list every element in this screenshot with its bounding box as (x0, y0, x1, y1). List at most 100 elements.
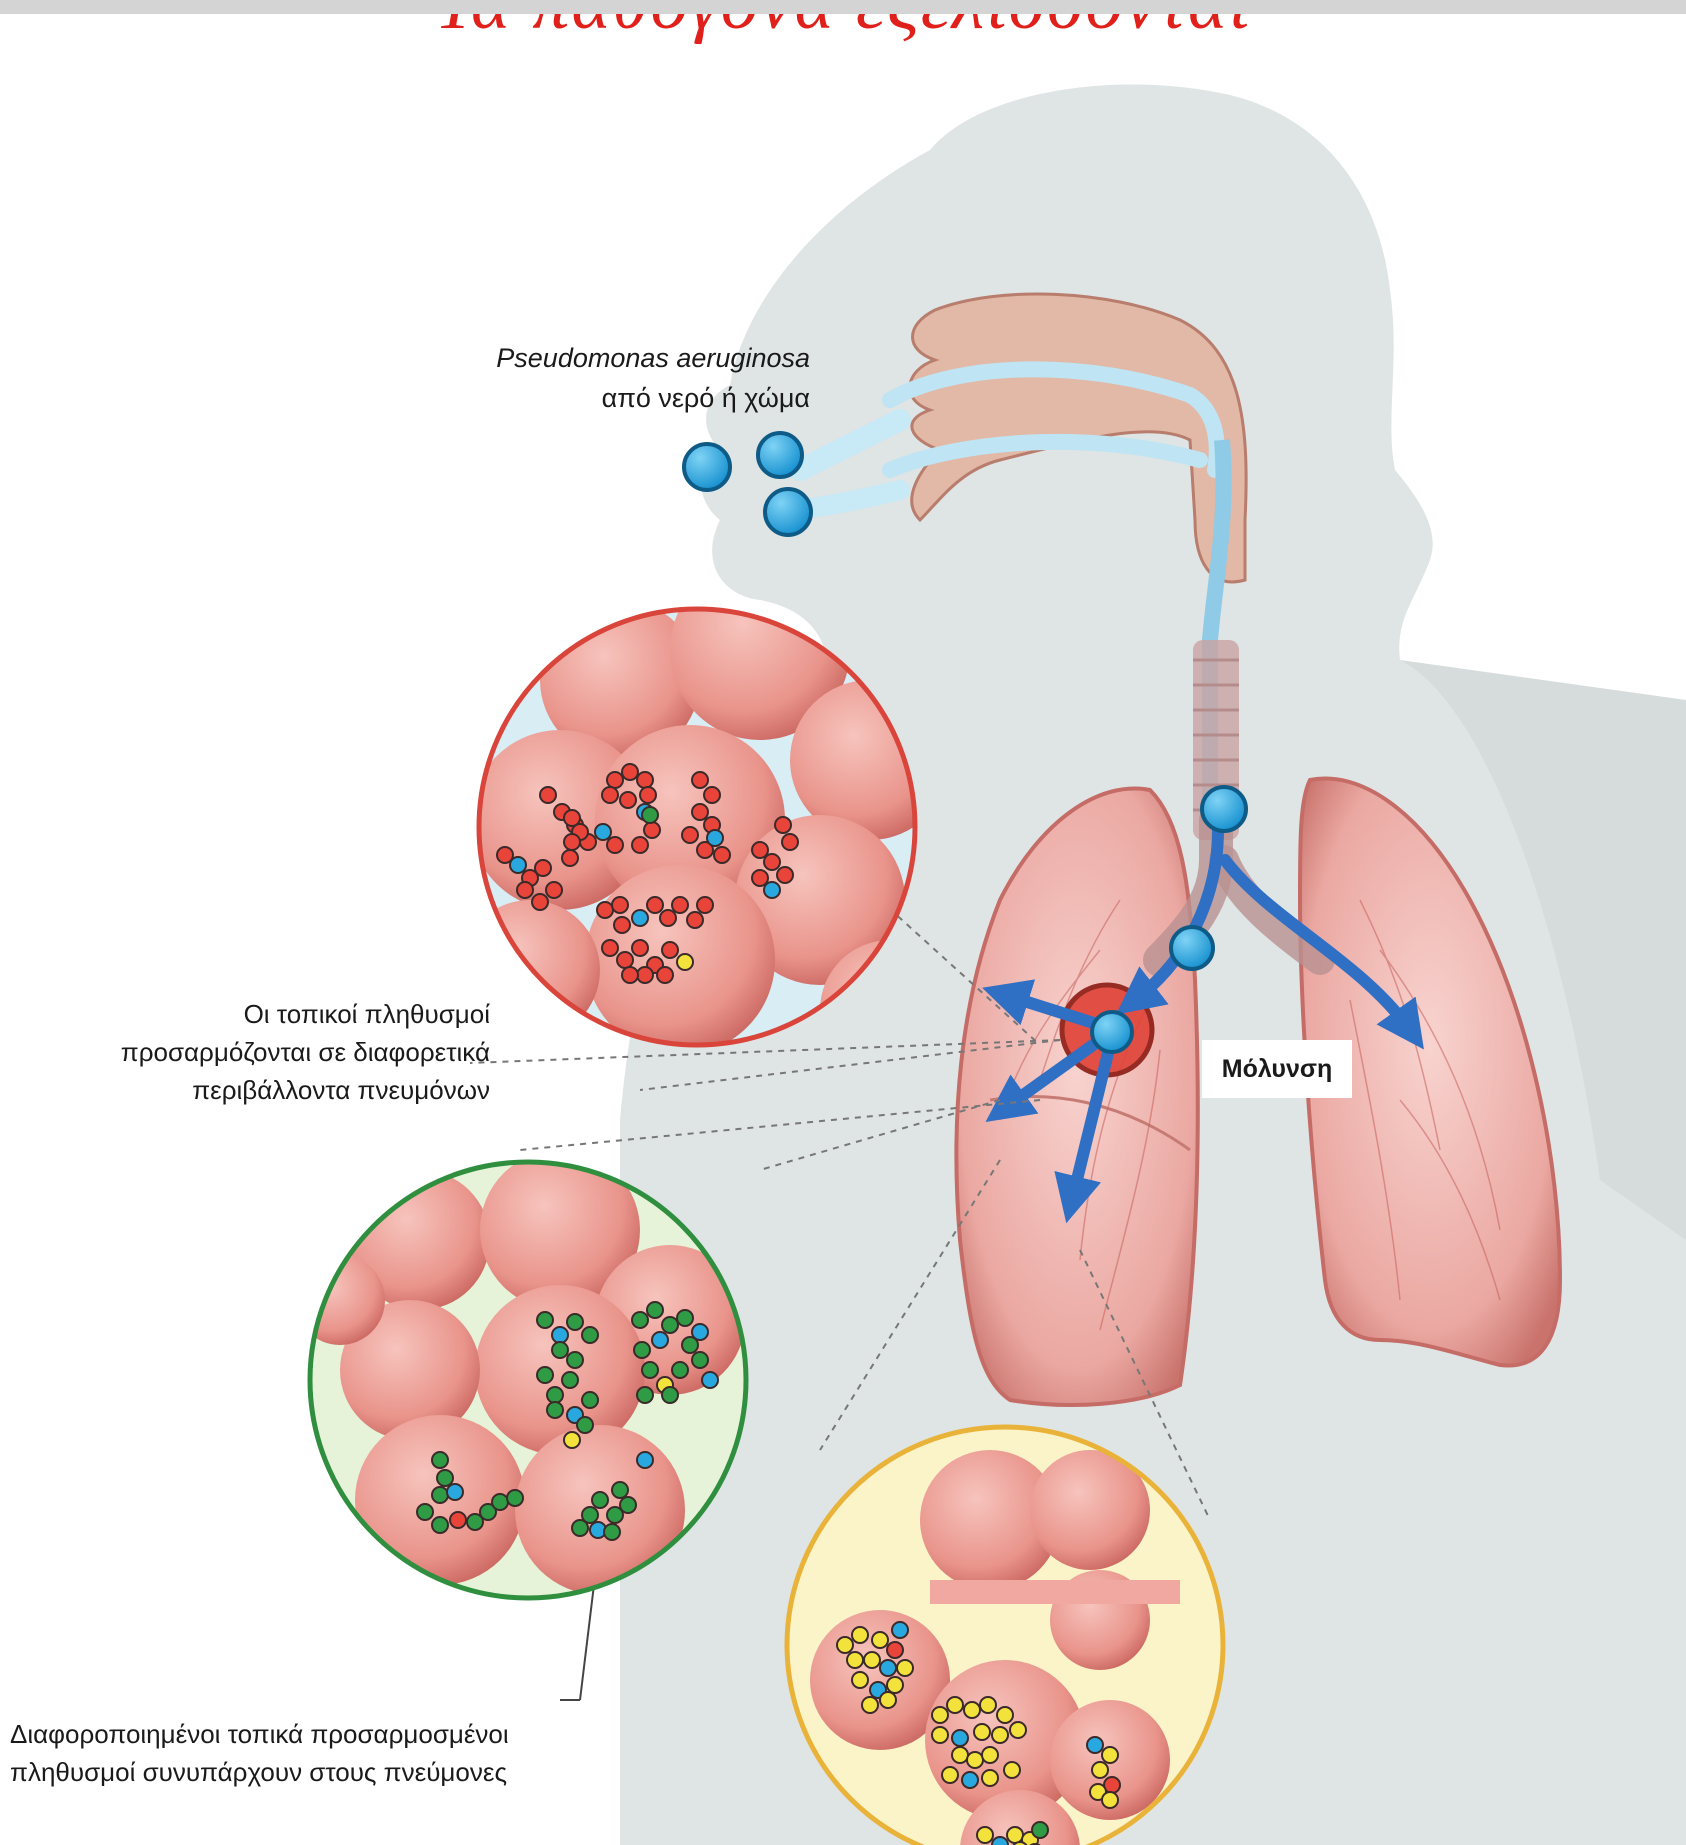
bacterium-icon (602, 787, 618, 803)
bacterium-icon (880, 1660, 896, 1676)
bacterium-icon (672, 1362, 688, 1378)
bacterium-icon (547, 1402, 563, 1418)
bacterium-icon (692, 1352, 708, 1368)
bacterium-icon (562, 850, 578, 866)
bacterium-icon (432, 1487, 448, 1503)
bacterium-icon (677, 1310, 693, 1326)
bacterium-icon (887, 1642, 903, 1658)
bacterium-icon (714, 847, 730, 863)
bacterium-icon (684, 444, 730, 490)
bacterium-icon (647, 1302, 663, 1318)
bacterium-icon (632, 1312, 648, 1328)
top-strip (0, 0, 1686, 14)
bacterium-icon (582, 1327, 598, 1343)
local-label-line: προσαρμόζονται σε διαφορετικά (40, 1033, 490, 1071)
bacterium-icon (660, 910, 676, 926)
local-populations-label: Οι τοπικοί πληθυσμοί προσαρμόζονται σε δ… (40, 995, 490, 1109)
bacterium-icon (782, 834, 798, 850)
bacterium-icon (637, 967, 653, 983)
source-label-line: από νερό ή χώμα (390, 378, 810, 418)
bacterium-icon (642, 807, 658, 823)
bacterium-icon (1102, 1792, 1118, 1808)
bacterium-icon (597, 902, 613, 918)
bacterium-icon (507, 1490, 523, 1506)
bacterium-icon (775, 817, 791, 833)
bacterium-icon (432, 1452, 448, 1468)
bacterium-icon (537, 1367, 553, 1383)
bacterium-icon (952, 1730, 968, 1746)
bacterium-icon (752, 870, 768, 886)
bacterium-icon (1007, 1827, 1023, 1843)
bacterium-icon (612, 897, 628, 913)
bacterium-icon (764, 854, 780, 870)
bacterium-icon (622, 764, 638, 780)
bacterium-icon (765, 489, 811, 535)
bacterium-icon (632, 837, 648, 853)
bacterium-icon (997, 1707, 1013, 1723)
bacterium-icon (758, 433, 802, 477)
bacterium-icon (562, 1372, 578, 1388)
bacterium-icon (592, 1492, 608, 1508)
bacterium-icon (892, 1622, 908, 1638)
bacterium-icon (537, 1312, 553, 1328)
bacterium-icon (837, 1637, 853, 1653)
bacterium-icon (974, 1724, 990, 1740)
bacterium-icon (677, 954, 693, 970)
bacterium-icon (764, 882, 780, 898)
bacterium-icon (450, 1512, 466, 1528)
bacterium-icon (1010, 1722, 1026, 1738)
bacterium-icon (637, 1452, 653, 1468)
bacterium-icon (632, 940, 648, 956)
bacterium-icon (1032, 1822, 1048, 1838)
bacterium-icon (607, 772, 623, 788)
bacterium-icon (662, 942, 678, 958)
bacterium-icon (752, 842, 768, 858)
bacterium-icon (1102, 1747, 1118, 1763)
bacterium-icon (1092, 1762, 1108, 1778)
bacterium-icon (1087, 1737, 1103, 1753)
bacterium-icon (620, 792, 636, 808)
bacterium-icon (517, 882, 533, 898)
bacterium-icon (637, 772, 653, 788)
bacterium-icon (702, 1372, 718, 1388)
source-label-line: Pseudomonas aeruginosa (390, 338, 810, 378)
bacterium-icon (652, 1332, 668, 1348)
bacterium-icon (980, 1697, 996, 1713)
bacterium-icon (692, 772, 708, 788)
bacterium-icon (447, 1484, 463, 1500)
bacterium-icon (617, 952, 633, 968)
bacterium-icon (1202, 787, 1246, 831)
bacterium-icon (546, 882, 562, 898)
bacterium-icon (707, 830, 723, 846)
diverse-label-line: Διαφοροποιημένοι τοπικά προσαρμοσμένοι (10, 1715, 570, 1753)
bacterium-icon (572, 1520, 588, 1536)
bacterium-icon (564, 1432, 580, 1448)
bacterium-icon (982, 1770, 998, 1786)
bacterium-icon (644, 822, 660, 838)
bacterium-icon (662, 1317, 678, 1333)
bacterium-icon (622, 967, 638, 983)
bacterium-icon (634, 1342, 650, 1358)
bacterium-icon (607, 1507, 623, 1523)
local-label-line: Οι τοπικοί πληθυσμοί (40, 995, 490, 1033)
diversified-populations-label: Διαφοροποιημένοι τοπικά προσαρμοσμένοι π… (10, 1715, 570, 1791)
bacterium-icon (552, 1342, 568, 1358)
bacterium-icon (432, 1517, 448, 1533)
bacterium-icon (872, 1632, 888, 1648)
bacterium-icon (547, 1387, 563, 1403)
bacterium-icon (887, 1677, 903, 1693)
bacterium-icon (682, 827, 698, 843)
bacterium-icon (567, 1314, 583, 1330)
bacterium-icon (977, 1827, 993, 1843)
bacterium-icon (577, 1417, 593, 1433)
bacterium-icon (777, 867, 793, 883)
bacterium-icon (964, 1702, 980, 1718)
bacterium-icon (642, 1362, 658, 1378)
bacterium-icon (567, 1352, 583, 1368)
bacterium-icon (852, 1627, 868, 1643)
bacterium-icon (657, 967, 673, 983)
bacterium-icon (510, 857, 526, 873)
bacterium-icon (640, 787, 656, 803)
